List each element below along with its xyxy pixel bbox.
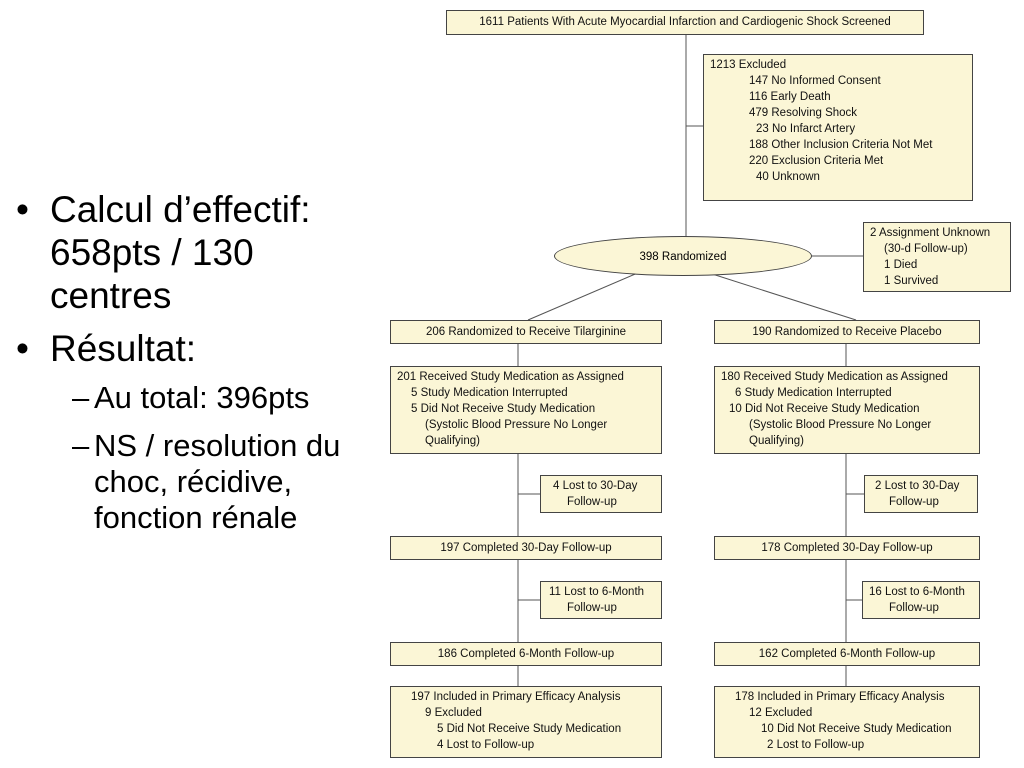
- received-line: 5 Study Medication Interrupted: [411, 387, 568, 399]
- sub-bullet-item: – Au total: 396pts: [14, 380, 384, 416]
- bullet-dot-icon: •: [16, 328, 29, 369]
- analysis-line: 197 Included in Primary Efficacy Analysi…: [411, 691, 621, 703]
- received-line: 10 Did Not Receive Study Medication: [729, 403, 920, 415]
- received-line: (Systolic Blood Pressure No Longer: [425, 419, 608, 431]
- received-line: 5 Did Not Receive Study Medication: [411, 403, 596, 415]
- lost-line: 2 Lost to 30-Day: [875, 480, 960, 492]
- unknown-line: (30-d Follow-up): [884, 243, 968, 255]
- bullet-dot-icon: •: [16, 189, 29, 230]
- sub-bullet-item: – NS / resolution du choc, récidive, fon…: [14, 428, 384, 536]
- placebo-arm-box: 190 Randomized to Receive Placebo: [714, 320, 980, 344]
- placebo-received-box: 180 Received Study Medication as Assigne…: [714, 366, 980, 454]
- analysis-line: 178 Included in Primary Efficacy Analysi…: [735, 691, 945, 703]
- received-line: (Systolic Blood Pressure No Longer: [749, 419, 932, 431]
- dash-icon: –: [72, 428, 90, 463]
- bullet-item: • Calcul d’effectif: 658pts / 130 centre…: [14, 188, 384, 317]
- excluded-title: 1213 Excluded: [710, 59, 787, 71]
- sub-bullet-text: Au total: 396pts: [94, 380, 310, 415]
- screened-box: 1611 Patients With Acute Myocardial Infa…: [446, 10, 924, 35]
- analysis-line: 10 Did Not Receive Study Medication: [761, 723, 952, 735]
- lost-line: Follow-up: [889, 602, 939, 614]
- excluded-item: 40 Unknown: [756, 171, 820, 183]
- unknown-line: 1 Died: [884, 259, 918, 271]
- placebo-lost6-box: 16 Lost to 6-Month Follow-up: [862, 581, 980, 619]
- tilarginine-lost30-box: 4 Lost to 30-Day Follow-up: [540, 475, 662, 513]
- analysis-line: 4 Lost to Follow-up: [437, 739, 535, 751]
- received-line: 180 Received Study Medication as Assigne…: [721, 371, 948, 383]
- lost-line: 11 Lost to 6-Month: [549, 586, 645, 598]
- excluded-item: 188 Other Inclusion Criteria Not Met: [749, 139, 933, 151]
- excluded-item: 116 Early Death: [749, 91, 831, 103]
- excluded-item: 220 Exclusion Criteria Met: [749, 155, 884, 167]
- assignment-unknown-box: 2 Assignment Unknown (30-d Follow-up) 1 …: [863, 222, 1011, 292]
- bullet-text: Résultat:: [50, 328, 197, 369]
- tilarginine-analysis-box: 197 Included in Primary Efficacy Analysi…: [390, 686, 662, 758]
- received-line: 6 Study Medication Interrupted: [735, 387, 892, 399]
- received-line: 201 Received Study Medication as Assigne…: [397, 371, 624, 383]
- tilarginine-lost6-box: 11 Lost to 6-Month Follow-up: [540, 581, 662, 619]
- lost-line: Follow-up: [567, 602, 617, 614]
- sub-bullet-text: NS / resolution du choc, récidive, fonct…: [94, 428, 341, 535]
- lost-line: Follow-up: [889, 496, 939, 508]
- randomized-ellipse: 398 Randomized: [554, 236, 812, 276]
- excluded-box: 1213 Excluded 147 No Informed Consent 11…: [703, 54, 973, 201]
- excluded-item: 479 Resolving Shock: [749, 107, 858, 119]
- placebo-completed6-box: 162 Completed 6-Month Follow-up: [714, 642, 980, 666]
- lost-line: 16 Lost to 6-Month: [869, 586, 965, 598]
- bullet-text: Calcul d’effectif: 658pts / 130 centres: [50, 189, 311, 316]
- received-line: Qualifying): [749, 435, 804, 447]
- tilarginine-received-box: 201 Received Study Medication as Assigne…: [390, 366, 662, 454]
- tilarginine-arm-box: 206 Randomized to Receive Tilarginine: [390, 320, 662, 344]
- excluded-item: 23 No Infarct Artery: [756, 123, 856, 135]
- analysis-line: 5 Did Not Receive Study Medication: [437, 723, 622, 735]
- placebo-lost30-box: 2 Lost to 30-Day Follow-up: [864, 475, 978, 513]
- received-line: Qualifying): [425, 435, 480, 447]
- lost-line: Follow-up: [567, 496, 617, 508]
- excluded-item: 147 No Informed Consent: [749, 75, 881, 87]
- tilarginine-completed6-box: 186 Completed 6-Month Follow-up: [390, 642, 662, 666]
- bullet-list: • Calcul d’effectif: 658pts / 130 centre…: [14, 188, 384, 548]
- placebo-analysis-box: 178 Included in Primary Efficacy Analysi…: [714, 686, 980, 758]
- lost-line: 4 Lost to 30-Day: [553, 480, 638, 492]
- analysis-line: 12 Excluded: [749, 707, 813, 719]
- analysis-line: 9 Excluded: [425, 707, 482, 719]
- placebo-completed30-box: 178 Completed 30-Day Follow-up: [714, 536, 980, 560]
- dash-icon: –: [72, 380, 90, 415]
- analysis-line: 2 Lost to Follow-up: [767, 739, 865, 751]
- tilarginine-completed30-box: 197 Completed 30-Day Follow-up: [390, 536, 662, 560]
- unknown-line: 2 Assignment Unknown: [870, 227, 991, 239]
- bullet-item: • Résultat:: [14, 327, 384, 370]
- unknown-line: 1 Survived: [884, 275, 939, 287]
